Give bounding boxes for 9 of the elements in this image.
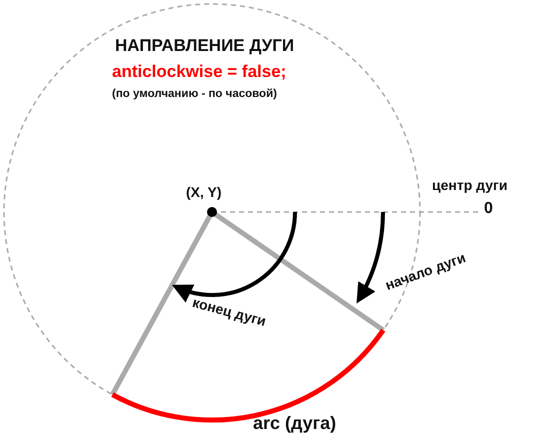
arc-label: arc (дуга)	[253, 413, 336, 434]
angle-label: 0	[484, 200, 493, 218]
start-angle-label: начало дуги	[383, 249, 468, 294]
axis-label: центр дуги	[432, 177, 508, 193]
diagram-title: НАПРАВЛЕНИЕ ДУГИ	[115, 36, 294, 56]
end-angle-label: конец дуги	[190, 294, 268, 329]
note-text: (по умолчанию - по часовой)	[112, 88, 277, 100]
code-text: anticlockwise = false;	[112, 62, 286, 82]
point-label: (X, Y)	[186, 184, 222, 200]
